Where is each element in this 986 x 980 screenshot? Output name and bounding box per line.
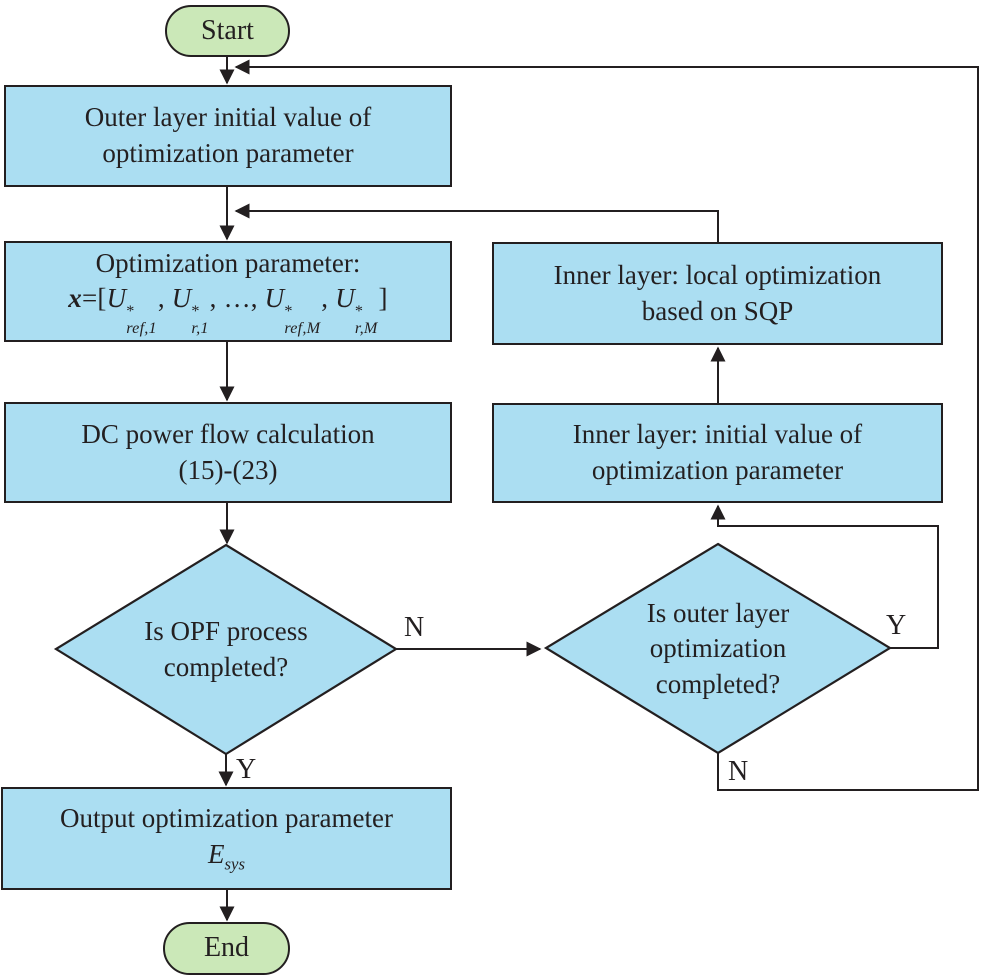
label-outer-yes: Y [886,610,907,641]
output-formula: Esys [208,839,245,874]
inner-init-line2: optimization parameter [591,455,844,485]
inner-init-line1: Inner layer: initial value of [572,419,863,450]
label-opf-no: N [404,612,425,643]
outer-init-line1: Outer layer initial value of [84,102,372,133]
outer-decision-line3: completed? [655,668,781,699]
output-node: Output optimization parameter Esys [1,787,452,890]
opf-decision-line2: completed? [163,652,289,682]
start-node: Start [165,5,290,57]
outer-init-node: Outer layer initial value of optimizatio… [4,85,452,187]
label-opf-yes: Y [236,754,257,785]
dc-flow-line1: DC power flow calculation [81,418,375,449]
opf-decision-line1: Is OPF process [144,616,308,647]
outer-decision-line2: optimization [649,633,787,664]
edge-outer-decision-yes [710,504,939,649]
output-line1: Output optimization parameter [60,803,393,834]
outer-decision-diamond [543,542,893,755]
opt-param-formula: x=[U*ref,1, U*r,1, …, U*ref,M, U*r,M] [68,283,388,338]
end-node: End [163,922,290,975]
opf-decision-text: Is OPF process completed? [76,570,376,730]
dc-flow-node: DC power flow calculation (15)-(23) [4,402,452,503]
start-label: Start [201,14,254,46]
inner-sqp-line1: Inner layer: local optimization [553,259,882,290]
opt-param-line1: Optimization parameter: [95,247,361,278]
inner-init-node: Inner layer: initial value of optimizati… [492,403,943,503]
opt-param-node: Optimization parameter: x=[U*ref,1, U*r,… [4,241,452,342]
outer-decision-text: Is outer layer optimization completed? [568,557,868,741]
outer-init-line2: optimization parameter [102,138,354,168]
inner-sqp-node: Inner layer: local optimization based on… [492,242,943,345]
dc-flow-line2: (15)-(23) [178,454,278,485]
end-label: End [203,932,250,964]
edge-sqp-feedback [234,203,719,242]
inner-sqp-line2: based on SQP [641,295,794,326]
label-outer-no: N [728,756,749,787]
edge-outer-decision-no-loop [234,59,979,791]
opf-decision-diamond [53,543,399,756]
outer-decision-line1: Is outer layer [646,597,790,628]
